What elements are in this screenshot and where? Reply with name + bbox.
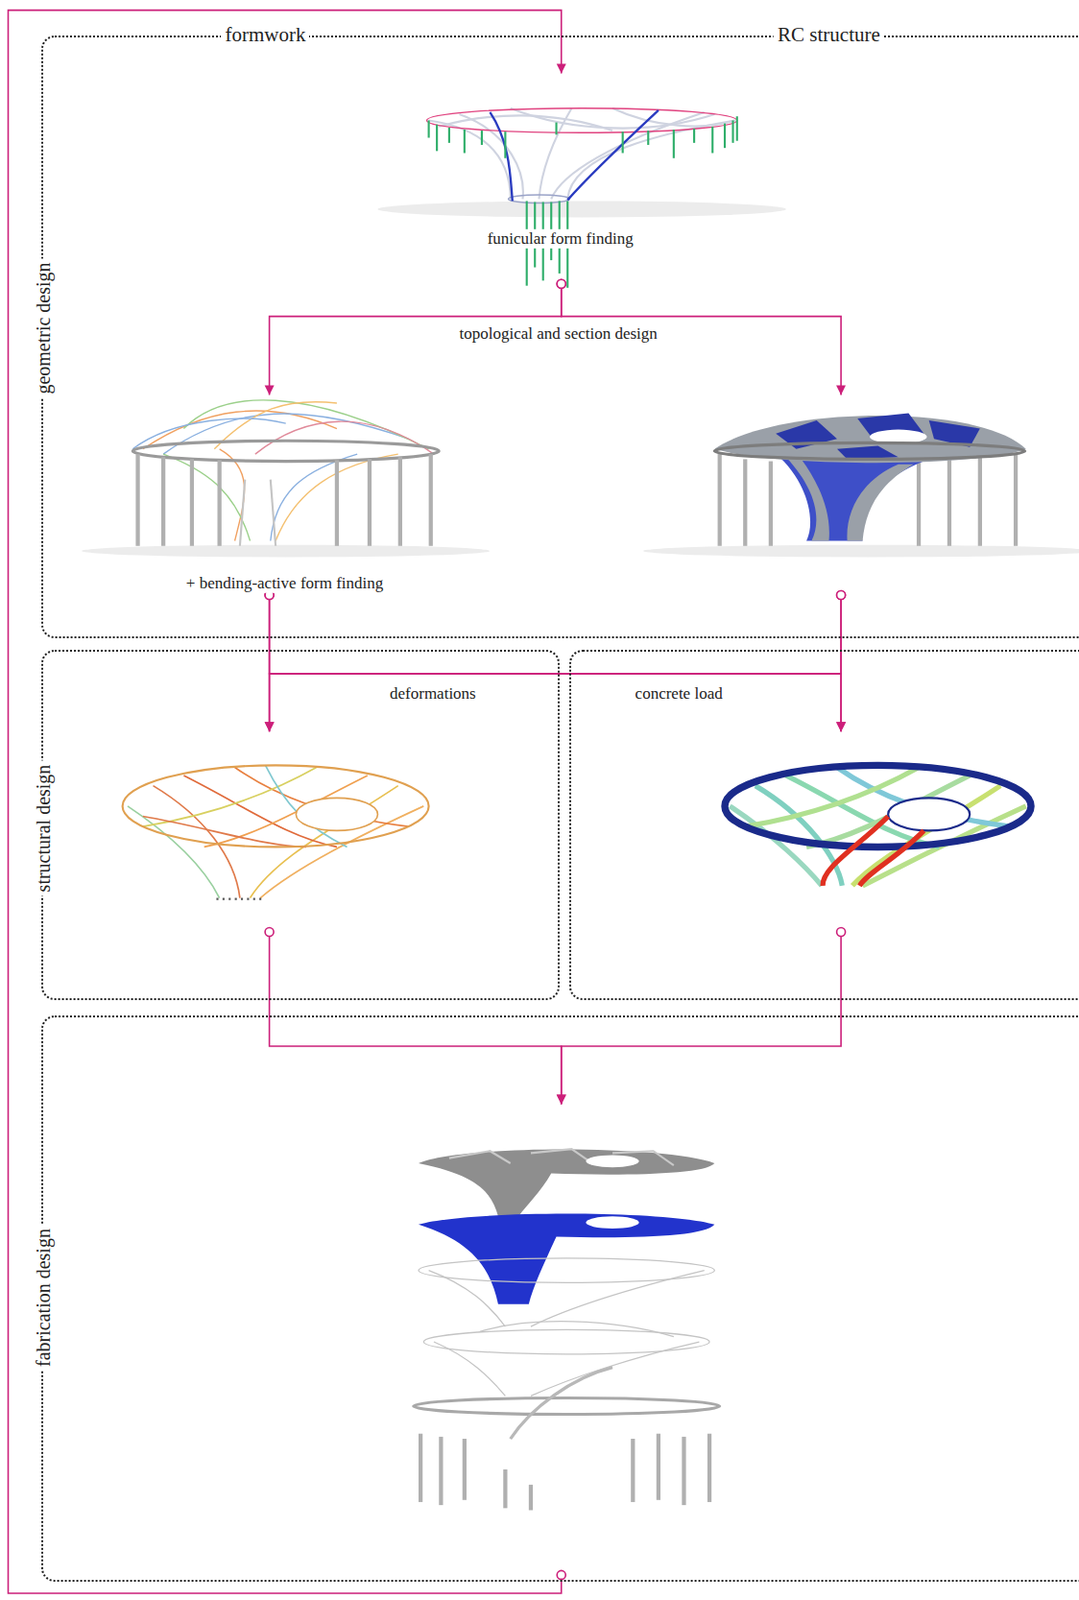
flow-arrow	[8, 10, 562, 1594]
region-band: structural design	[41, 649, 560, 1001]
rc-model	[643, 413, 1079, 558]
port-dot	[837, 591, 846, 600]
flow-arrow	[839, 599, 842, 732]
text-label: topological and section design	[455, 324, 662, 344]
formwork-model	[81, 400, 490, 558]
text-label: geometric design	[31, 259, 55, 399]
text-label: formwork	[220, 23, 310, 48]
formwork-analysis	[122, 765, 430, 899]
text-label: + bending-active form finding	[182, 574, 388, 594]
text-label: RC structure	[773, 23, 885, 48]
flow-arrow	[269, 599, 841, 732]
fabrication-exploded	[413, 1149, 720, 1511]
image-node: funicular form finding	[407, 72, 715, 288]
rc-analysis	[724, 765, 1032, 886]
port-dot	[264, 927, 274, 936]
port-dot	[556, 1570, 566, 1580]
image-node: + bending-active form finding	[116, 394, 423, 600]
text-label: fabrication design	[31, 1225, 55, 1372]
text-label: structural design	[31, 761, 55, 897]
text-label: concrete load	[631, 684, 727, 704]
text-label: funicular form finding	[483, 228, 638, 248]
port-dot	[556, 279, 566, 288]
port-dot	[837, 591, 846, 600]
region-band: fabrication design	[41, 1015, 1079, 1583]
image-node	[688, 731, 995, 936]
port-dot	[837, 927, 846, 936]
text-label: deformations	[385, 684, 480, 704]
flow-arrow	[269, 935, 562, 1104]
image-node	[688, 394, 995, 600]
flow-arrow	[561, 935, 841, 1104]
flow-arrow	[269, 599, 841, 732]
image-node	[116, 731, 423, 936]
port-dot	[556, 279, 566, 288]
funicular-model	[377, 108, 786, 288]
image-node	[407, 1103, 715, 1579]
